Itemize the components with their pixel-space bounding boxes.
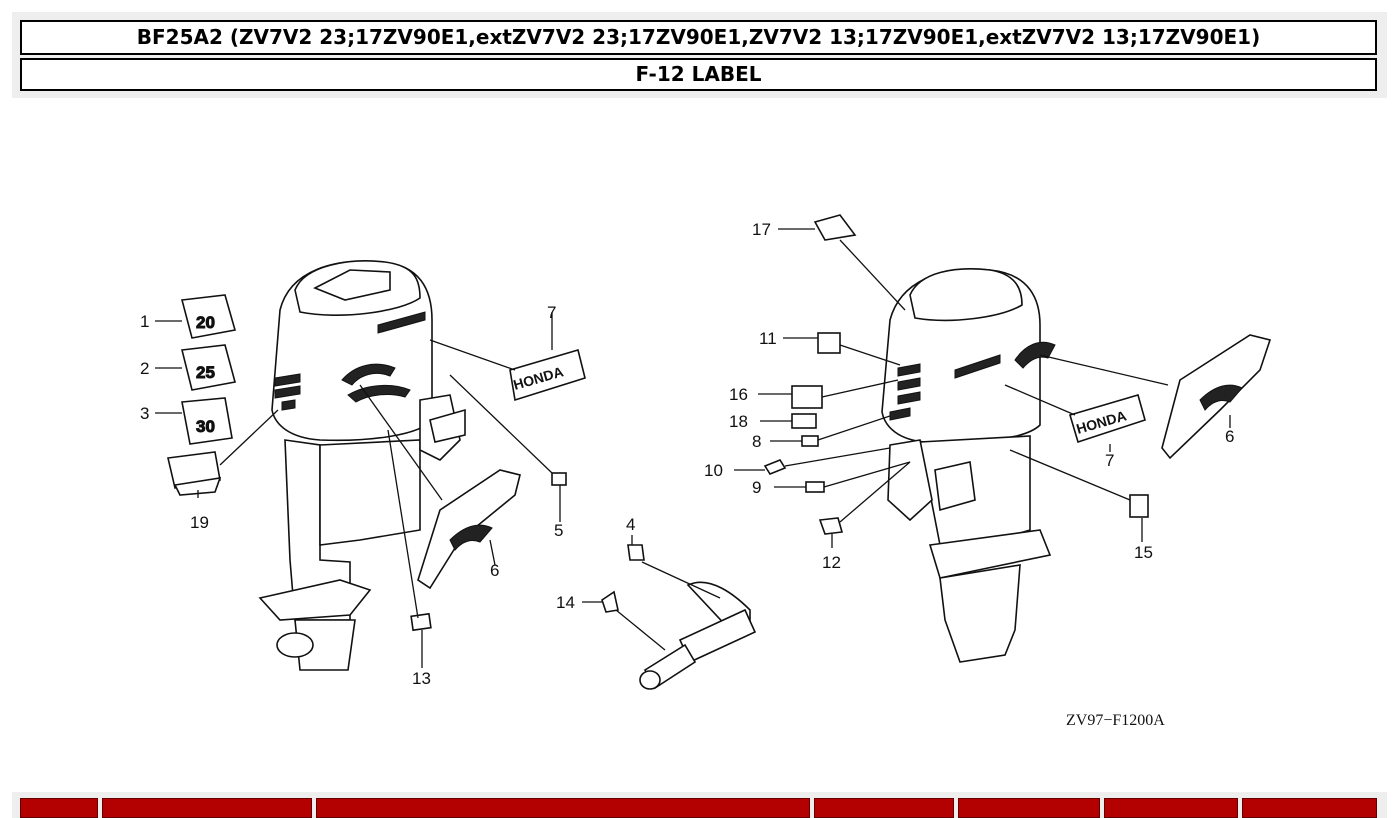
decal-18 — [791, 413, 817, 429]
tiller-handle — [601, 544, 757, 690]
callout-8: 8 — [752, 432, 761, 451]
callout-19: 19 — [190, 513, 209, 532]
svg-text:20: 20 — [196, 313, 215, 332]
callout-6b: 6 — [1225, 427, 1234, 446]
callout-13: 13 — [412, 669, 431, 688]
decal-17 — [813, 214, 857, 241]
callout-6a: 6 — [490, 561, 499, 580]
callout-1: 1 — [140, 312, 149, 331]
svg-text:25: 25 — [196, 363, 215, 382]
table-header-cell[interactable] — [102, 798, 312, 818]
decal-30: 30 — [181, 397, 233, 445]
table-header-cell[interactable] — [316, 798, 810, 818]
table-header-cell[interactable] — [1104, 798, 1238, 818]
callout-12: 12 — [822, 553, 841, 572]
decal-25: 25 — [181, 344, 236, 391]
decal-12 — [818, 517, 844, 535]
model-title: BF25A2 (ZV7V2 23;17ZV90E1,extZV7V2 23;17… — [20, 20, 1377, 55]
decal-10 — [763, 459, 787, 475]
table-header-cell[interactable] — [1242, 798, 1377, 818]
svg-text:30: 30 — [196, 417, 215, 436]
decal-20: 20 — [180, 294, 237, 339]
callout-18: 18 — [729, 412, 748, 431]
leader-lines — [155, 228, 1231, 668]
decal-6-left — [417, 469, 521, 590]
decal-honda-right: HONDA — [1069, 394, 1146, 444]
decal-13 — [410, 612, 432, 632]
diagram-code: ZV97−F1200A — [1066, 712, 1165, 729]
callout-5: 5 — [554, 521, 563, 540]
callout-10: 10 — [704, 461, 723, 480]
callout-16: 16 — [729, 385, 748, 404]
decal-9 — [805, 481, 825, 493]
decal-19 — [167, 451, 222, 496]
decal-6-right — [1161, 334, 1272, 460]
parts-diagram: 20 25 30 HONDA — [140, 214, 1272, 729]
table-header-cell[interactable] — [814, 798, 954, 818]
header-panel: BF25A2 (ZV7V2 23;17ZV90E1,extZV7V2 23;17… — [12, 12, 1387, 98]
callout-4: 4 — [626, 515, 635, 534]
left-outboard-motor — [258, 260, 466, 671]
callout-2: 2 — [140, 359, 149, 378]
callout-11: 11 — [759, 329, 777, 348]
callout-7b: 7 — [1105, 451, 1114, 470]
section-title: F-12 LABEL — [20, 58, 1377, 91]
table-header-cell[interactable] — [958, 798, 1100, 818]
parts-table-header — [12, 792, 1387, 818]
callout-numbers: 1 2 3 19 7 5 6 13 4 14 17 11 16 18 8 10 … — [140, 220, 1234, 688]
right-outboard-motor — [881, 268, 1056, 663]
callout-3: 3 — [140, 404, 149, 423]
callout-15: 15 — [1134, 543, 1153, 562]
callout-7a: 7 — [547, 303, 556, 322]
callout-17: 17 — [752, 220, 771, 239]
callout-14: 14 — [556, 593, 575, 612]
decal-16 — [791, 385, 823, 409]
decal-8 — [801, 435, 819, 447]
table-header-cell[interactable] — [20, 798, 98, 818]
callout-9: 9 — [752, 478, 761, 497]
decal-15 — [1129, 494, 1149, 518]
decal-11 — [817, 332, 841, 354]
decal-honda-left: HONDA — [509, 348, 586, 402]
decal-5 — [551, 472, 567, 486]
